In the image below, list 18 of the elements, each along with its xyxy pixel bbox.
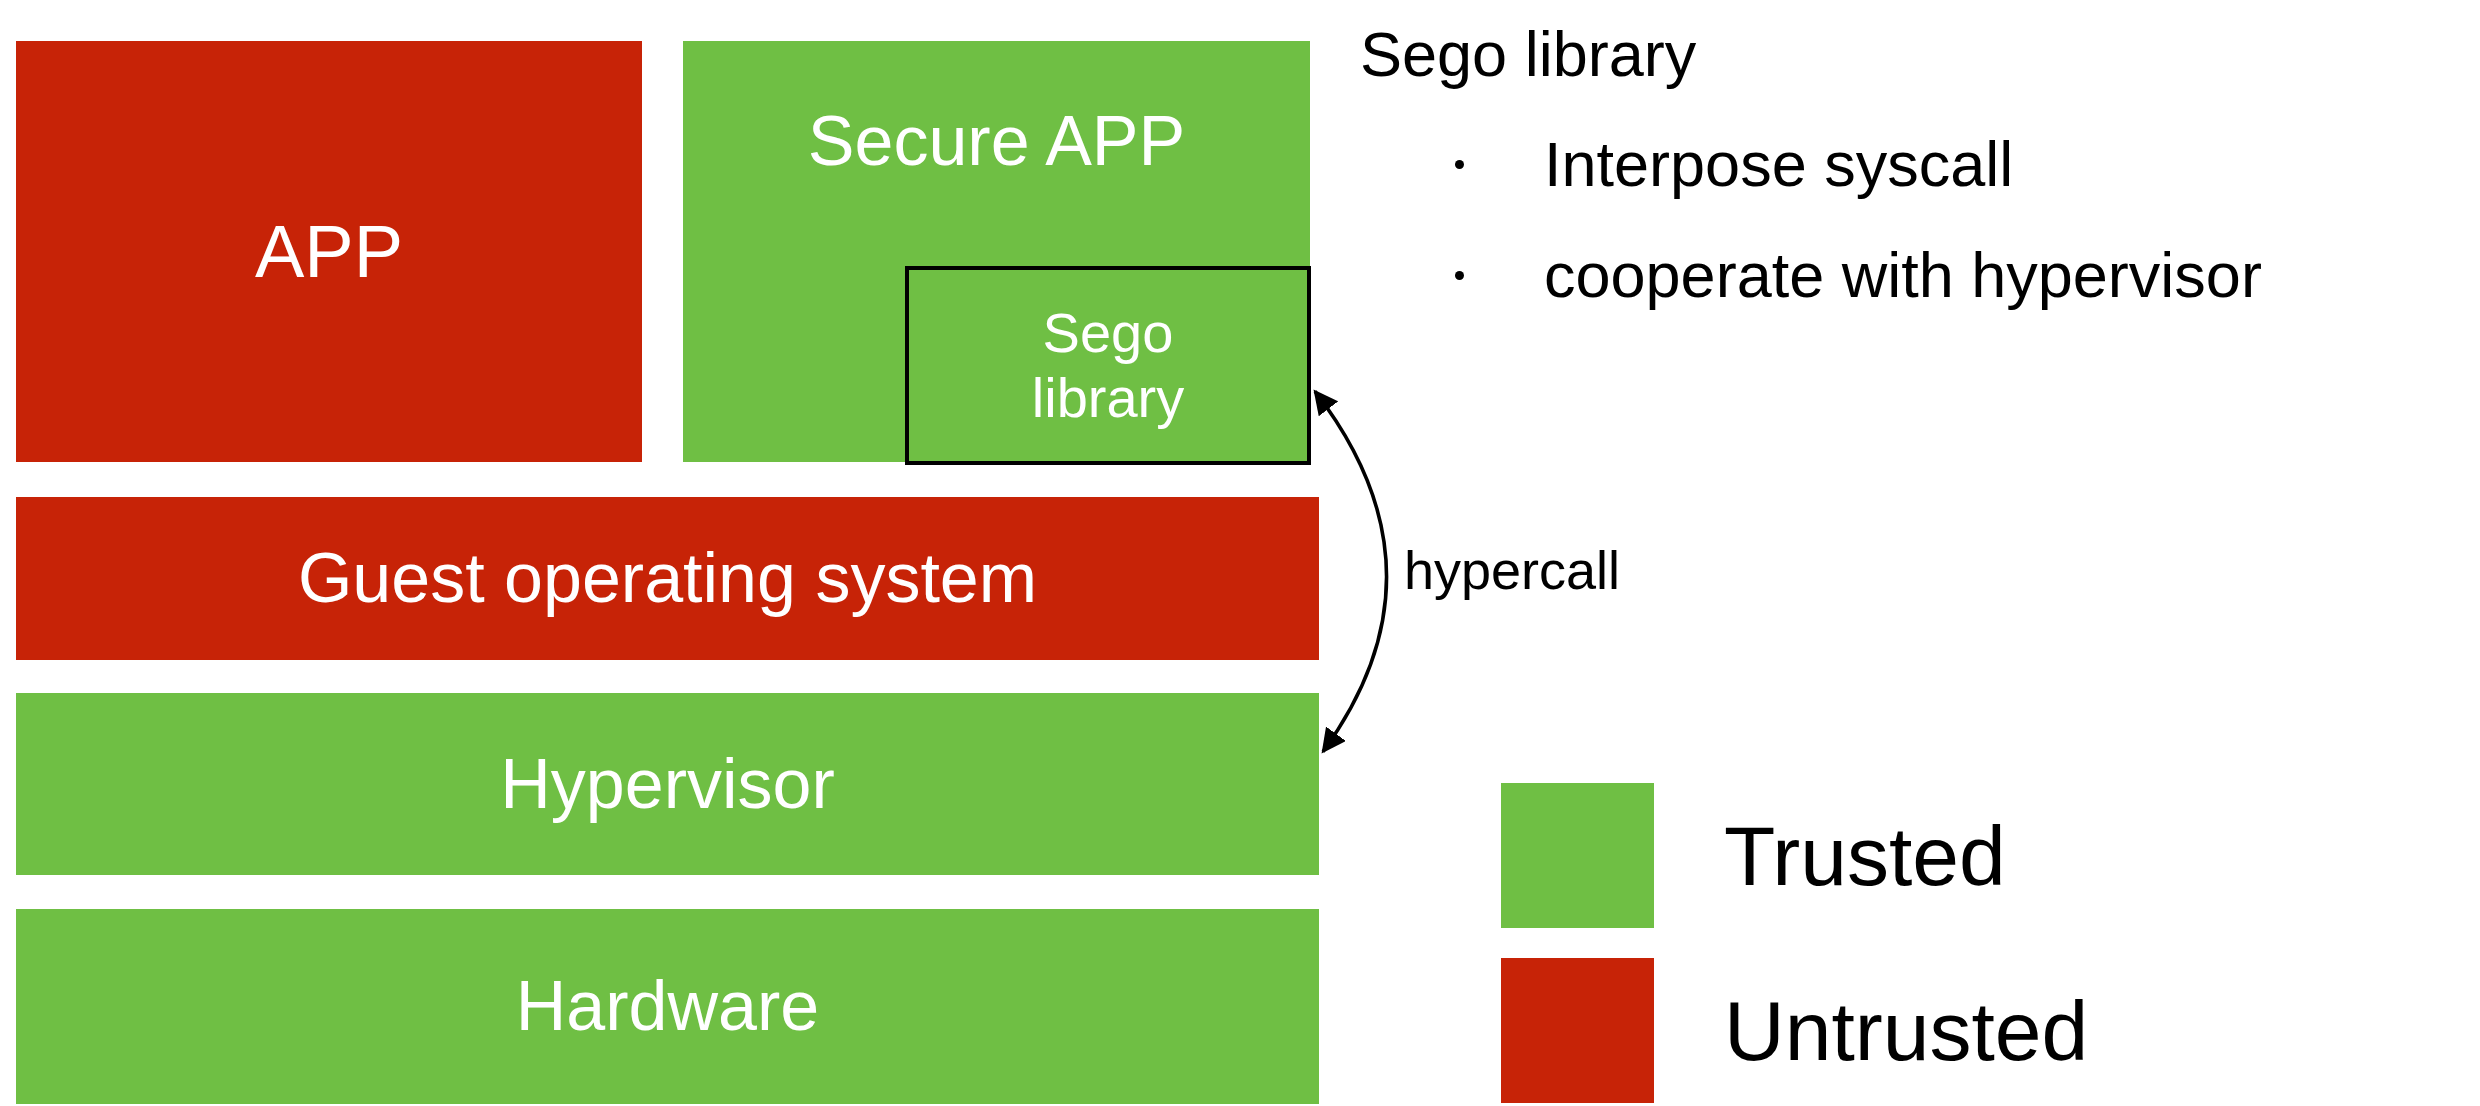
- box-label: APP: [253, 208, 405, 295]
- layer-box: [683, 41, 1310, 462]
- box-label: Sego library: [1030, 301, 1186, 430]
- box-label: Guest operating system: [296, 538, 1039, 619]
- note-text: Interpose syscall: [1544, 128, 2014, 201]
- note-text: cooperate with hypervisor: [1544, 238, 2262, 312]
- box-label: Hardware: [514, 966, 821, 1047]
- box-label: Secure APP: [806, 101, 1187, 182]
- library-box: [905, 266, 1311, 465]
- notes-heading: Sego library: [1360, 18, 1698, 91]
- layer-box: [16, 909, 1319, 1104]
- layer-box: [16, 497, 1319, 660]
- layer-box: [16, 41, 642, 462]
- legend-label: Trusted: [1724, 813, 2006, 898]
- box-label: Hypervisor: [499, 743, 836, 825]
- layer-box: [16, 693, 1319, 875]
- legend-label: Untrusted: [1724, 988, 2089, 1073]
- curved-arrow: [1313, 389, 1389, 754]
